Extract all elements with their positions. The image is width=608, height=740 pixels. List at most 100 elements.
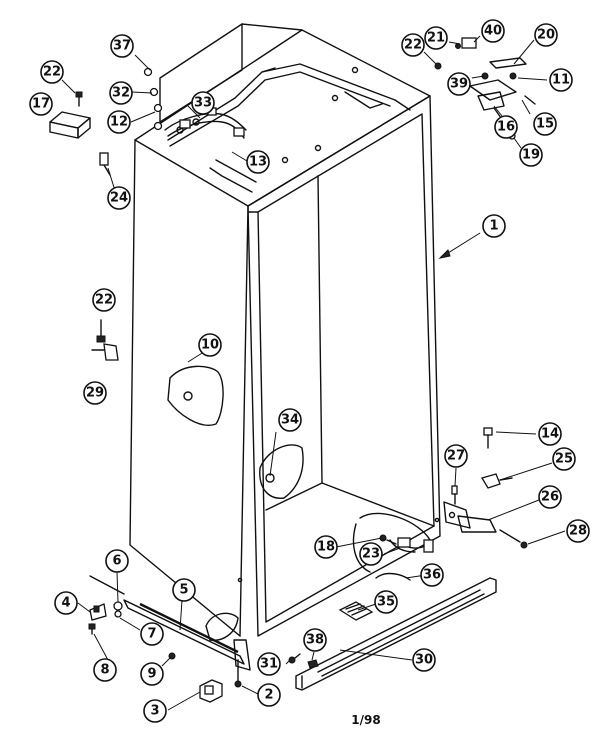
callout-37: 37 [110,34,134,58]
callout-22-topleft: 22 [40,60,64,84]
callout-label-32: 32 [112,86,130,101]
callout-label-28: 28 [569,524,587,539]
callout-5: 5 [172,578,196,602]
callout-6: 6 [105,549,129,573]
callout-17: 17 [29,92,53,116]
callout-label-24: 24 [110,191,128,206]
bottom-hinge-26 [443,427,528,549]
callout-31: 31 [257,652,281,676]
callout-label-7: 7 [147,627,156,642]
leveler-4 [89,603,107,621]
callout-11: 11 [549,68,573,92]
callout-10: 10 [198,333,222,357]
callout-4: 4 [54,591,78,615]
callout-38: 38 [303,628,327,652]
callout-label-6: 6 [112,554,121,569]
callout-27: 27 [444,444,468,468]
callout-label-2: 2 [264,688,273,703]
bracket-36 [375,572,411,581]
clip-24 [99,152,111,176]
callout-label-11: 11 [552,73,570,88]
callout-24: 24 [107,186,131,210]
callout-16: 16 [494,115,518,139]
callout-label-19: 19 [522,148,540,163]
callout-label-13: 13 [249,155,267,170]
callout-1: 1 [482,214,506,238]
cabinet-body [129,23,441,637]
date-code: 1/98 [351,713,380,727]
callout-label-37: 37 [113,39,131,54]
side-bracket-10 [167,365,224,426]
callout-label-22a: 22 [43,65,61,80]
screw-9 [168,652,176,660]
callout-22-topright: 22 [401,33,425,57]
liner-bracket-34 [259,444,304,499]
leader-lines [61,35,566,711]
roller-2 [233,639,251,688]
callout-28: 28 [566,519,590,543]
callout-label-30: 30 [415,653,433,668]
grille-17 [49,111,91,139]
screw-38 [307,659,319,669]
callout-13: 13 [246,150,270,174]
screw-31 [288,653,301,664]
callout-label-25: 25 [555,452,573,467]
callout-label-18: 18 [317,540,335,555]
callout-14: 14 [538,422,562,446]
callout-23: 23 [359,542,383,566]
callout-label-20: 20 [537,28,555,43]
callout-label-40: 40 [484,24,502,39]
callout-label-26: 26 [541,490,559,505]
screw-22-topleft [75,91,83,107]
grille-35 [338,601,374,621]
callout-label-29: 29 [86,386,104,401]
callout-label-23: 23 [362,547,380,562]
callout-label-5: 5 [179,583,188,598]
callout-34: 34 [278,408,302,432]
screw-22-mid [96,319,106,343]
callout-19: 19 [519,143,543,167]
callout-label-16: 16 [497,120,515,135]
callout-label-39: 39 [450,77,468,92]
callout-21: 21 [424,26,448,50]
callout-40: 40 [481,19,505,43]
callout-label-27: 27 [447,449,465,464]
callout-label-15: 15 [536,117,554,132]
callout-8: 8 [93,658,117,682]
screw-8 [88,623,96,635]
roller-bracket-3 [199,679,223,703]
callout-label-14: 14 [541,427,559,442]
bracket-6-7 [113,601,123,618]
callout-label-3: 3 [150,704,159,719]
callout-label-38: 38 [306,633,324,648]
leveler-rail-5 [89,575,245,665]
callout-15: 15 [533,112,557,136]
callout-25: 25 [552,447,576,471]
callout-39: 39 [447,72,471,96]
callout-label-36: 36 [423,568,441,583]
bracket-29 [91,343,119,361]
callout-label-12: 12 [110,115,128,130]
callout-label-34: 34 [281,413,299,428]
callout-7: 7 [140,622,164,646]
callout-18: 18 [314,535,338,559]
callout-label-17: 17 [32,97,50,112]
callout-label-33: 33 [194,96,212,111]
callout-32: 32 [109,81,133,105]
callout-label-4: 4 [61,596,70,611]
callout-29: 29 [83,381,107,405]
callout-22-mid: 22 [92,288,116,312]
top-fasteners [143,67,163,131]
callout-35: 35 [374,590,398,614]
callout-label-10: 10 [201,338,219,353]
callout-label-9: 9 [147,667,156,682]
callout-26: 26 [538,485,562,509]
callout-label-35: 35 [377,595,395,610]
screw-18 [379,534,397,545]
callout-2: 2 [257,683,281,707]
callout-label-1: 1 [489,219,498,234]
callout-label-21: 21 [427,31,445,46]
callout-label-22b: 22 [404,38,422,53]
